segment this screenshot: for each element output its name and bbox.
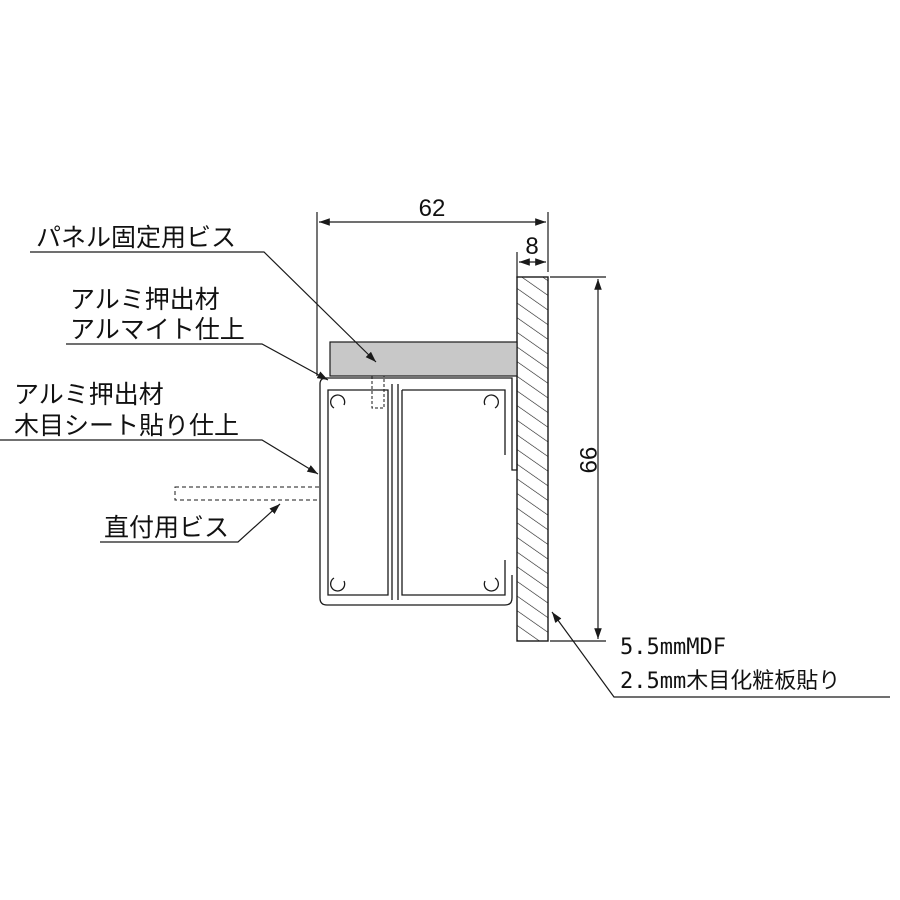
panel-fixing-screw	[371, 375, 385, 409]
height-dimension	[550, 276, 606, 642]
screw-boss-bottom-left	[330, 577, 346, 592]
label-mdf-2: 2.5mm木目化粧板貼り	[620, 669, 840, 694]
screw-boss-bottom-right	[483, 577, 499, 592]
label-alu-woodgrain-2: 木目シート貼り仕上	[14, 411, 239, 440]
mdf-board	[516, 276, 549, 642]
height-dimension-value: 99	[574, 447, 601, 474]
label-alu-anodized-1: アルミ押出材	[70, 285, 220, 314]
label-panel-screw: パネル固定用ビス	[36, 223, 236, 252]
direct-mounting-screw	[174, 486, 321, 501]
label-alu-woodgrain-1: アルミ押出材	[14, 380, 164, 409]
leader-alu-woodgrain	[0, 439, 319, 475]
board-thickness-value: 8	[525, 233, 538, 260]
label-alu-anodized-2: アルマイト仕上	[70, 315, 245, 344]
width-dimension	[316, 212, 549, 376]
label-mdf-1: 5.5mmMDF	[620, 635, 726, 660]
profile-outer-outline	[319, 377, 518, 606]
aluminum-profile	[319, 377, 518, 606]
width-dimension-value: 62	[419, 195, 446, 222]
screw-boss-top-right	[483, 394, 499, 409]
profile-right-chamber	[401, 389, 506, 596]
leader-direct-screw	[100, 503, 281, 543]
screw-boss-top-left	[330, 394, 346, 409]
profile-left-chamber	[327, 389, 389, 596]
leader-panel-screw	[30, 251, 377, 363]
label-direct-screw: 直付用ビス	[104, 513, 229, 542]
panel	[329, 341, 518, 377]
board-thickness-dimension	[516, 252, 546, 278]
leader-mdf	[551, 611, 890, 698]
leader-alu-anodized	[66, 343, 329, 381]
